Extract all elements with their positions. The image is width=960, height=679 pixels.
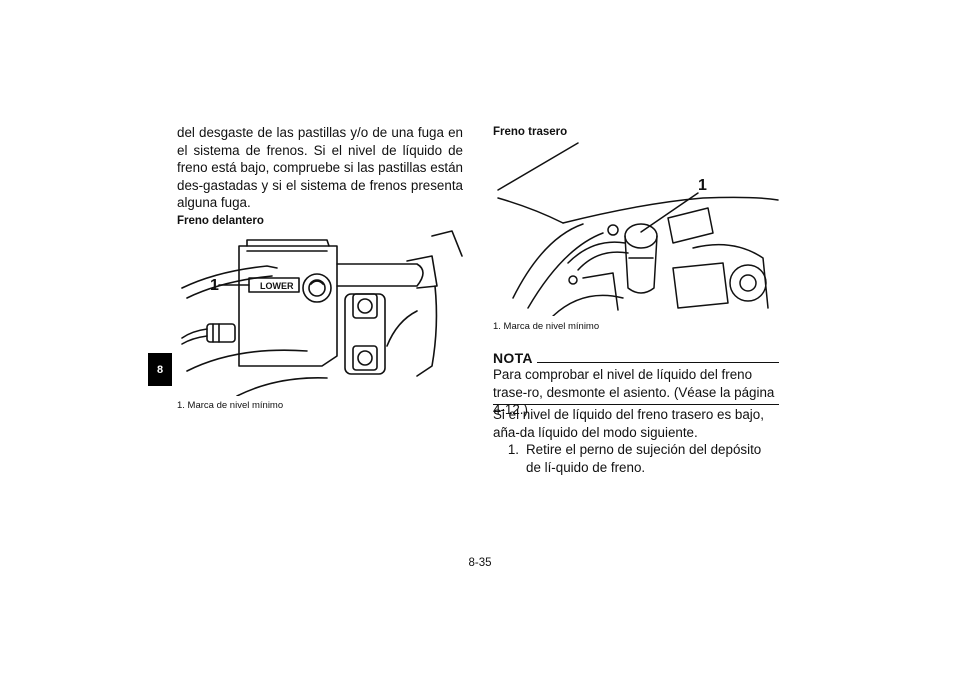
left-column: del desgaste de las pastillas y/o de una… [177,124,463,229]
intro-paragraph: del desgaste de las pastillas y/o de una… [177,125,463,211]
rear-brake-illustration: 1 [497,142,779,316]
front-callout-number: 1 [210,277,219,294]
nota-heading: NOTA [493,349,779,365]
lower-mark-label: LOWER [260,281,294,291]
nota-body: Para comprobar el nivel de líquido del f… [493,366,779,419]
front-figure-caption: 1. Marca de nivel mínimo [177,400,284,411]
refill-paragraph: Si el nivel de líquido del freno trasero… [493,407,764,440]
front-brake-illustration: LOWER 1 [181,230,463,396]
refill-paragraph-wrap: Si el nivel de líquido del freno trasero… [493,406,779,441]
step-text: Retire el perno de sujeción del depósito… [526,442,762,475]
step-1: 1. Retire el perno de sujeción del depós… [493,441,779,476]
chapter-tab: 8 [148,353,172,386]
page-number: 8-35 [468,557,492,569]
rear-callout-number: 1 [698,177,707,194]
front-brake-title: Freno delantero [177,214,264,227]
chapter-number: 8 [156,363,164,376]
rear-caption-wrap: 1. Marca de nivel mínimo [493,321,779,333]
rear-title-wrap: Freno trasero [493,124,779,140]
nota-bottom-rule [493,404,779,405]
rear-figure-caption: 1. Marca de nivel mínimo [493,321,600,332]
nota-title: NOTA [493,350,533,366]
nota-text: Para comprobar el nivel de líquido del f… [493,367,775,418]
nota-divider [536,362,779,363]
front-caption-wrap: 1. Marca de nivel mínimo [177,400,463,412]
rear-brake-title: Freno trasero [493,126,568,138]
step-number: 1. [507,442,519,457]
